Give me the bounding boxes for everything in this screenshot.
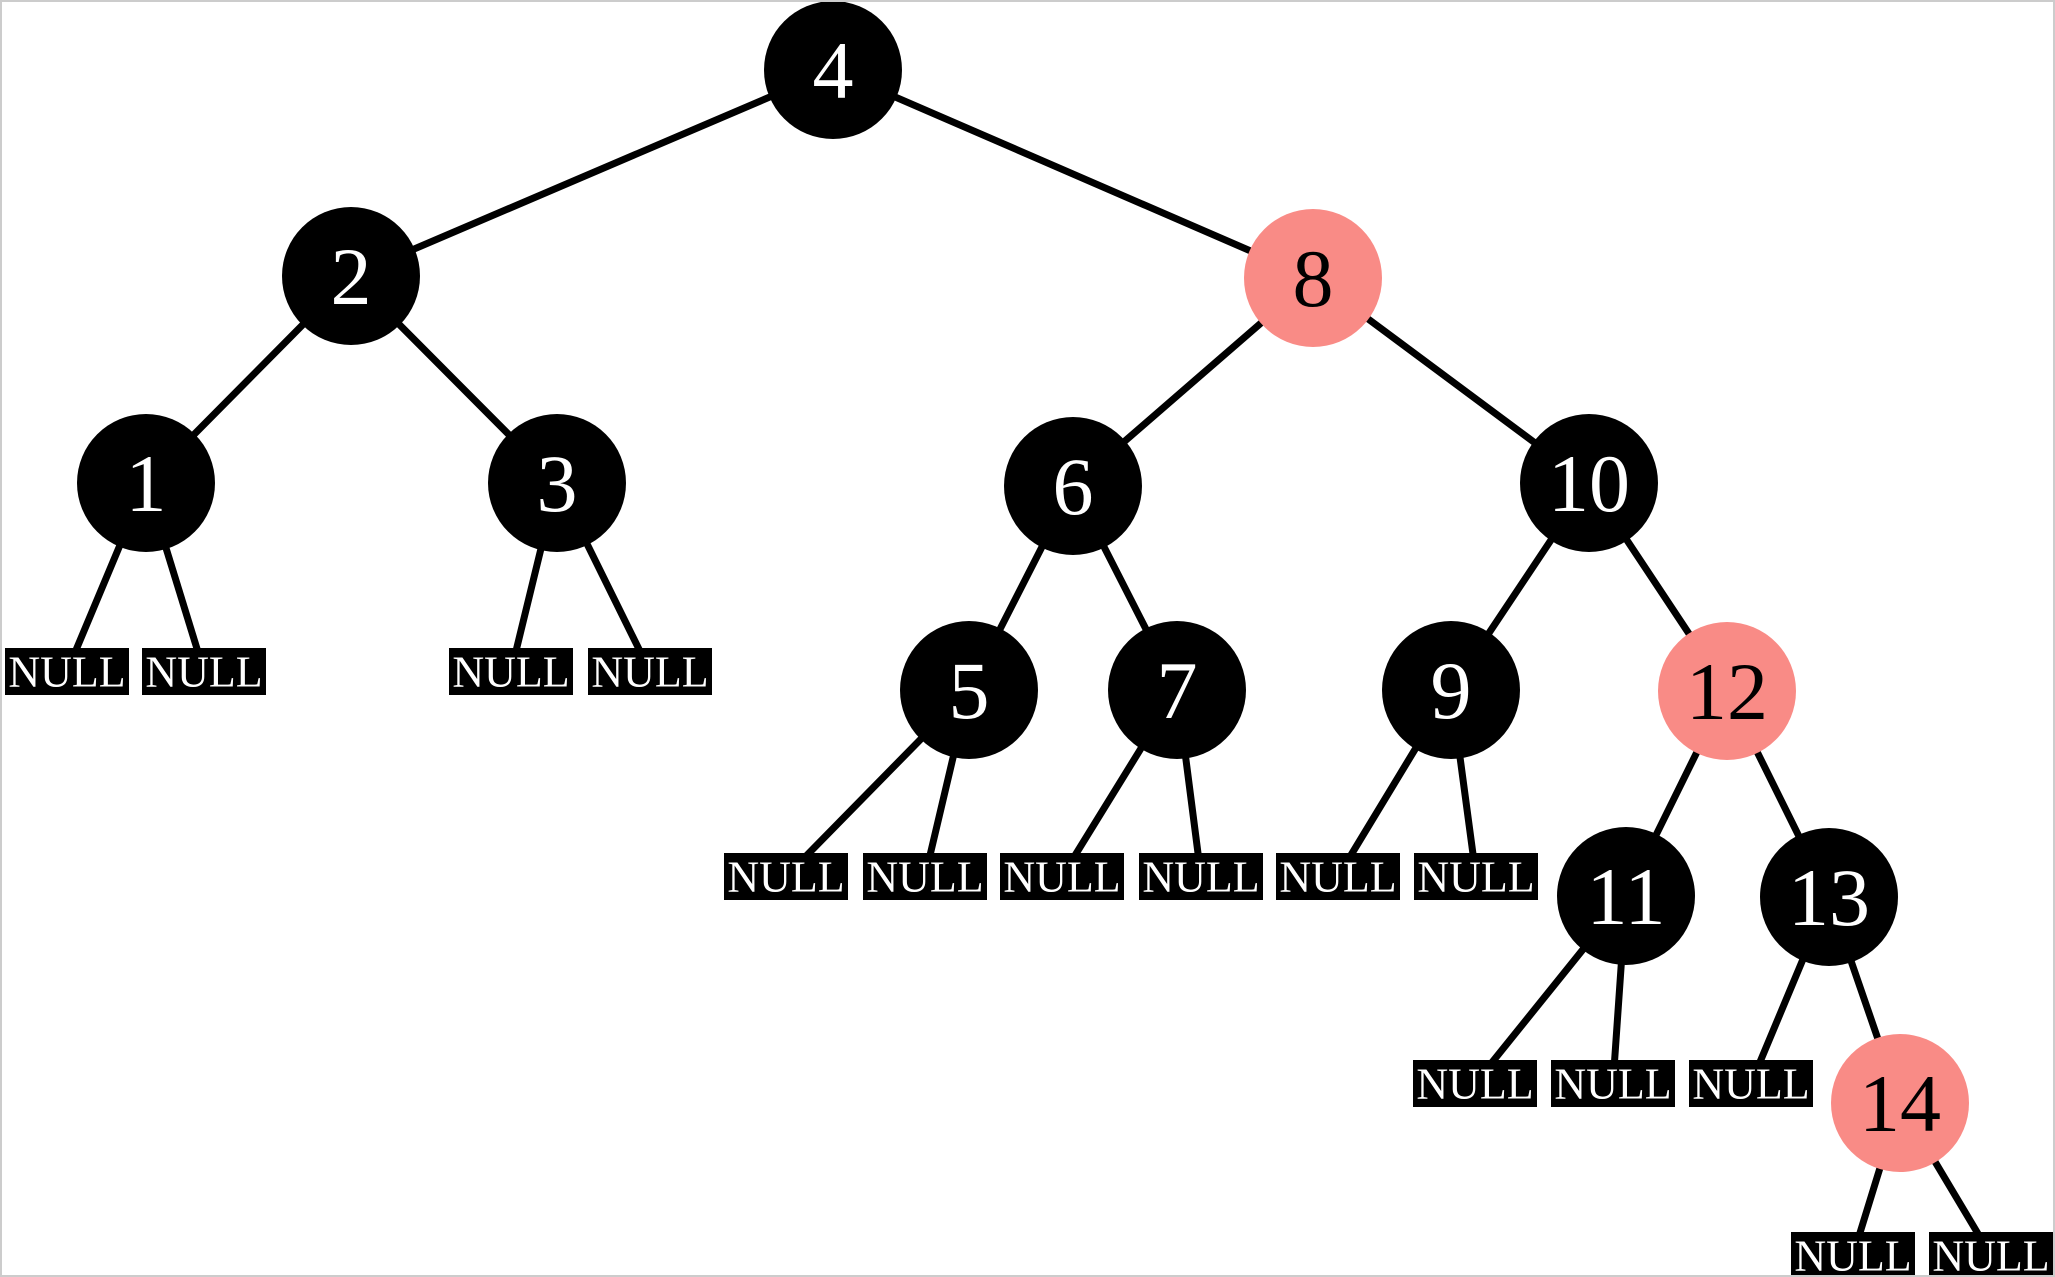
- node-circle-1-black: [77, 414, 215, 552]
- null-box-n7L: [1000, 853, 1124, 900]
- null-leaf-n11R: NULL: [1551, 1059, 1675, 1108]
- null-leaf-n14R: NULL: [1929, 1231, 2053, 1275]
- null-box-n1R: [142, 648, 266, 695]
- tree-node-11: 11: [1557, 827, 1695, 965]
- tree-edge-4-2: [347, 66, 837, 280]
- tree-node-4: 4: [764, 2, 902, 139]
- null-leaf-n3R: NULL: [588, 647, 712, 696]
- null-box-n5R: [863, 853, 987, 900]
- null-box-n7R: [1139, 853, 1263, 900]
- null-leaf-n5R: NULL: [863, 852, 987, 901]
- tree-node-12: 12: [1658, 622, 1796, 760]
- null-box-n9L: [1276, 853, 1400, 900]
- node-circle-11-black: [1557, 827, 1695, 965]
- node-circle-4-black: [764, 2, 902, 139]
- null-leaf-n7R: NULL: [1139, 852, 1263, 901]
- node-circle-12-red: [1658, 622, 1796, 760]
- null-box-n11L: [1413, 1060, 1537, 1107]
- node-circle-6-black: [1004, 417, 1142, 555]
- null-box-n14R: [1929, 1232, 2053, 1275]
- tree-node-8: 8: [1244, 209, 1382, 347]
- null-leaf-n7L: NULL: [1000, 852, 1124, 901]
- tree-node-13: 13: [1760, 828, 1898, 966]
- null-box-n3R: [588, 648, 712, 695]
- node-circle-5-black: [900, 621, 1038, 759]
- null-box-n11R: [1551, 1060, 1675, 1107]
- null-leaf-n13L: NULL: [1689, 1059, 1813, 1108]
- node-circle-14-red: [1831, 1034, 1969, 1172]
- tree-node-1: 1: [77, 414, 215, 552]
- tree-node-9: 9: [1382, 621, 1520, 759]
- null-leaf-n1L: NULL: [5, 647, 129, 696]
- tree-node-2: 2: [282, 207, 420, 345]
- node-circle-13-black: [1760, 828, 1898, 966]
- null-leaf-n11L: NULL: [1413, 1059, 1537, 1108]
- tree-node-10: 10: [1520, 414, 1658, 552]
- tree-node-7: 7: [1108, 621, 1246, 759]
- null-box-n5L: [724, 853, 848, 900]
- tree-node-5: 5: [900, 621, 1038, 759]
- tree-node-3: 3: [488, 414, 626, 552]
- null-box-n14L: [1791, 1232, 1915, 1275]
- null-box-n9R: [1414, 853, 1538, 900]
- node-circle-8-red: [1244, 209, 1382, 347]
- null-leaf-n1R: NULL: [142, 647, 266, 696]
- tree-edge-4-8: [829, 66, 1317, 282]
- tree-node-6: 6: [1004, 417, 1142, 555]
- null-leaf-n9L: NULL: [1276, 852, 1400, 901]
- null-leaf-n3L: NULL: [449, 647, 573, 696]
- node-circle-10-black: [1520, 414, 1658, 552]
- node-circle-7-black: [1108, 621, 1246, 759]
- node-circle-9-black: [1382, 621, 1520, 759]
- node-circle-3-black: [488, 414, 626, 552]
- tree-node-14: 14: [1831, 1034, 1969, 1172]
- null-leaf-n9R: NULL: [1414, 852, 1538, 901]
- null-leaf-n5L: NULL: [724, 852, 848, 901]
- null-box-n3L: [449, 648, 573, 695]
- node-circle-2-black: [282, 207, 420, 345]
- null-leaf-n14L: NULL: [1791, 1231, 1915, 1275]
- null-box-n1L: [5, 648, 129, 695]
- null-box-n13L: [1689, 1060, 1813, 1107]
